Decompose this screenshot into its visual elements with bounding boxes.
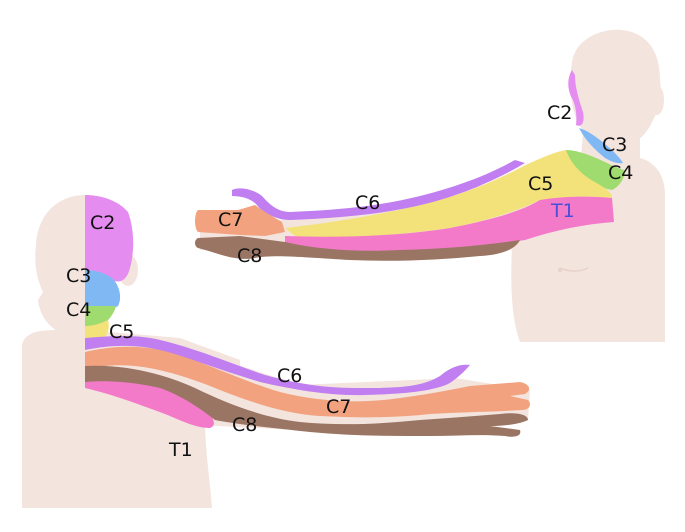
front-label-c7: C7 [218,209,243,231]
back-view-figure [22,195,530,508]
back-label-c5: C5 [109,321,134,343]
back-band-c7 [85,346,530,418]
front-band-c6 [232,160,525,220]
front-chest-line [559,267,589,272]
front-band-c2 [568,70,584,126]
back-label-t1: T1 [168,439,193,461]
front-band-t1 [285,196,614,253]
front-label-c5: C5 [528,173,553,195]
back-band-c3 [85,270,121,310]
front-head [570,29,661,150]
back-label-c7: C7 [326,396,351,418]
front-label-c6: C6 [355,192,380,214]
back-label-c4: C4 [66,299,91,321]
back-band-c6 [85,336,470,396]
front-label-t1: T1 [550,200,575,222]
front-band-c7 [195,205,285,236]
back-band-t1 [85,368,214,428]
front-label-c2: C2 [547,102,572,124]
front-band-c3 [579,128,623,164]
back-view-labels: C2 C3 C4 C5 C6 C7 C8 T1 [66,212,351,461]
back-band-c4 [85,306,116,328]
back-label-c8: C8 [232,414,257,436]
back-band-c5 [85,320,109,338]
back-label-c2: C2 [90,212,115,234]
front-label-c3: C3 [602,134,627,156]
back-label-c3: C3 [66,265,91,287]
back-band-c8 [85,365,528,437]
back-band-c2 [85,195,134,282]
front-label-c8: C8 [237,245,262,267]
front-view-figure [195,29,665,342]
front-ear [650,85,664,115]
front-view-labels: C2 C3 C4 C5 T1 C6 C7 C8 [218,102,633,267]
back-head [35,195,85,336]
front-band-c8 [195,236,520,261]
back-label-c6: C6 [277,365,302,387]
front-nipple [558,268,562,272]
front-band-c4 [564,150,625,190]
front-label-c4: C4 [608,162,633,184]
front-band-c5 [285,150,612,240]
